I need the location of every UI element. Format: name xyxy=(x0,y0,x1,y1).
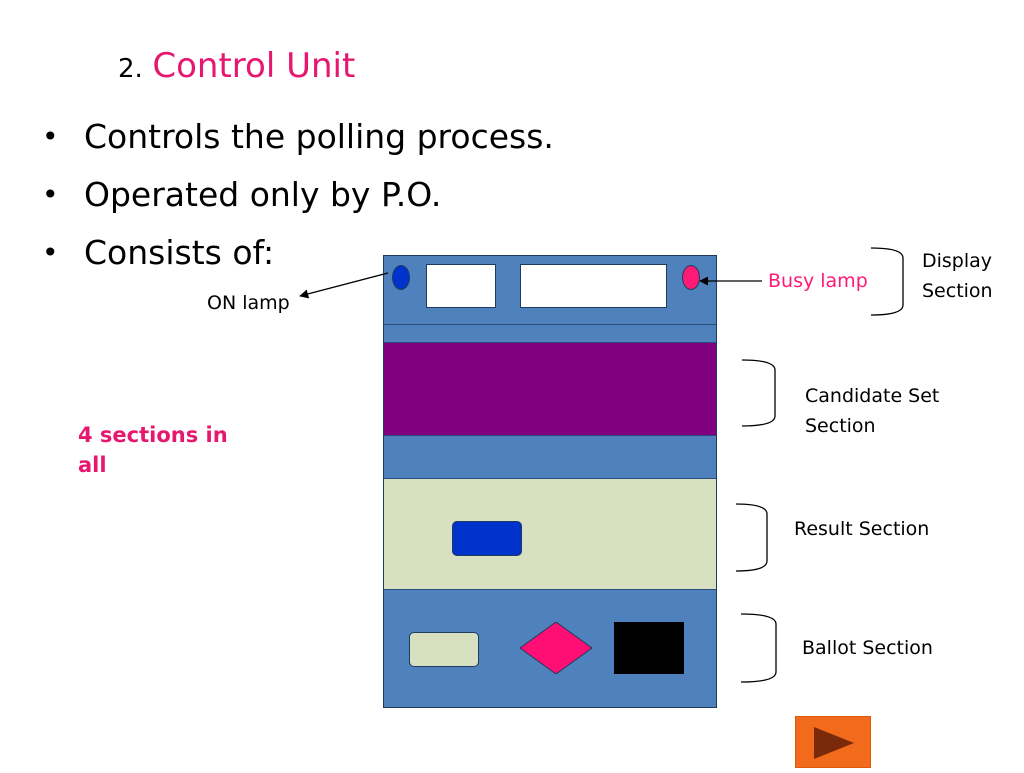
ballot-section-label: Ballot Section xyxy=(802,637,933,659)
busy-lamp-label: Busy lamp xyxy=(768,270,868,292)
display-section-label: Display Section xyxy=(922,250,993,302)
display-section-brace-icon xyxy=(870,247,904,316)
ballot-diamond-icon xyxy=(520,622,592,674)
on-lamp xyxy=(392,265,410,290)
bullet-item: •Controls the polling process. xyxy=(40,108,554,166)
candidate-section-label: Candidate Set Section xyxy=(805,385,940,437)
bullet-list: •Controls the polling process. •Operated… xyxy=(40,108,554,282)
bullet-dot-icon: • xyxy=(42,178,59,211)
on-lamp-label: ON lamp xyxy=(207,292,290,314)
candidate-section-brace-icon xyxy=(741,359,776,427)
bullet-item: •Consists of: xyxy=(40,224,554,282)
result-section-brace-icon xyxy=(735,503,768,572)
control-unit-diagram xyxy=(383,255,717,708)
candidate-set-section xyxy=(384,342,716,436)
ballot-section-brace-icon xyxy=(740,613,777,683)
result-section-label: Result Section xyxy=(794,518,930,540)
ballot-square xyxy=(614,622,684,674)
busy-lamp xyxy=(682,265,700,290)
slide-title: 2. Control Unit xyxy=(118,46,355,86)
title-number: 2. xyxy=(118,54,143,84)
result-section xyxy=(384,478,716,590)
bullet-dot-icon: • xyxy=(42,236,59,269)
title-text: Control Unit xyxy=(152,46,356,86)
sections-note: 4 sections in all xyxy=(78,423,228,477)
play-triangle-icon xyxy=(814,727,854,759)
display-section xyxy=(384,256,716,325)
ballot-button xyxy=(409,632,479,667)
display-window-large xyxy=(520,264,667,308)
bullet-dot-icon: • xyxy=(42,120,59,153)
display-window-small xyxy=(426,264,496,308)
result-button xyxy=(452,521,522,556)
next-slide-button[interactable] xyxy=(795,716,871,768)
bullet-item: •Operated only by P.O. xyxy=(40,166,554,224)
